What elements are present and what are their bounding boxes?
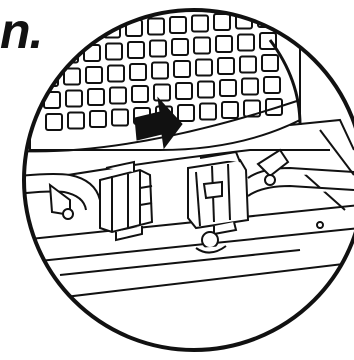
grille-cell bbox=[238, 35, 254, 51]
grille-cell bbox=[212, 0, 228, 8]
grille-cell bbox=[90, 111, 106, 127]
grille-cell bbox=[80, 1, 96, 17]
grille-cell bbox=[128, 42, 144, 58]
grille-cell bbox=[82, 23, 98, 39]
grille-cell bbox=[46, 114, 62, 130]
grille-cell bbox=[264, 77, 280, 93]
grille-cell bbox=[108, 66, 124, 82]
grille-cell bbox=[172, 39, 188, 55]
grille-cell bbox=[124, 0, 140, 14]
grille-cell bbox=[240, 57, 256, 73]
grille-cell bbox=[196, 60, 212, 76]
grille-cell bbox=[200, 104, 216, 120]
grille-cell bbox=[102, 0, 118, 16]
grille-cell bbox=[60, 25, 76, 41]
grille-cell bbox=[170, 17, 186, 33]
grille-cell bbox=[66, 91, 82, 107]
grille-cell bbox=[148, 19, 164, 35]
grille-cell bbox=[242, 79, 258, 95]
grille-cell bbox=[40, 48, 56, 64]
grille-cell bbox=[192, 16, 208, 32]
grille-cell bbox=[256, 0, 272, 5]
grille-cell bbox=[68, 113, 84, 129]
grille-cell bbox=[130, 64, 146, 80]
grille-cell bbox=[198, 82, 214, 98]
grille-cell bbox=[88, 89, 104, 105]
grille-cell bbox=[222, 102, 238, 118]
grille-cell bbox=[86, 67, 102, 83]
grille-cell bbox=[152, 63, 168, 79]
grille-cell bbox=[110, 88, 126, 104]
grille-cell bbox=[132, 86, 148, 102]
grille-cell bbox=[176, 83, 192, 99]
grille-cell bbox=[194, 38, 210, 54]
grille-cell bbox=[106, 44, 122, 60]
grille-cell bbox=[262, 55, 278, 71]
grille-cell bbox=[214, 14, 230, 30]
grille-cell bbox=[150, 41, 166, 57]
grille-cell bbox=[146, 0, 162, 13]
grille-cell bbox=[112, 110, 128, 126]
grille-cell bbox=[234, 0, 250, 7]
grille-cell bbox=[174, 61, 190, 77]
grille-cell bbox=[218, 58, 234, 74]
grille-cell bbox=[216, 36, 232, 52]
grille-cell bbox=[38, 26, 54, 42]
grille-cell bbox=[36, 4, 52, 20]
grille-cell bbox=[58, 3, 74, 19]
grille-cell bbox=[178, 105, 194, 121]
grille-cell bbox=[220, 80, 236, 96]
grille-cell bbox=[64, 69, 80, 85]
grille-cell bbox=[154, 85, 170, 101]
